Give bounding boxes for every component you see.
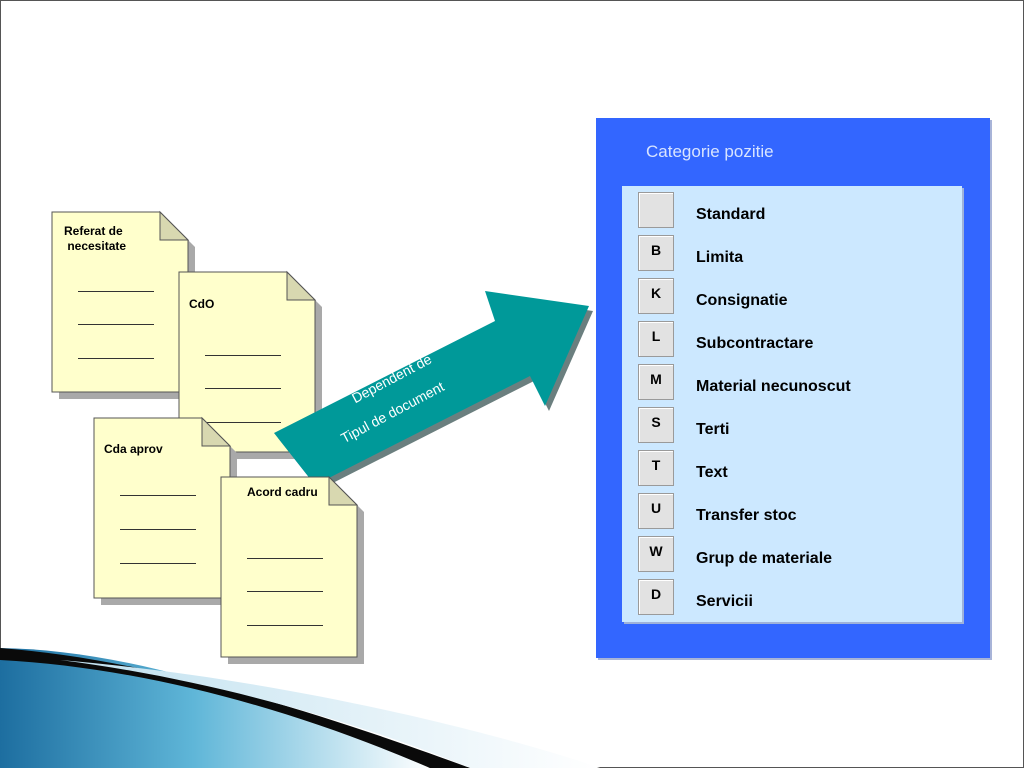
document-line [120, 495, 196, 496]
category-code: L [638, 321, 674, 357]
document-line [120, 529, 196, 530]
document-line [78, 358, 154, 359]
category-row: L Subcontractare [638, 321, 958, 357]
document-line [205, 422, 281, 423]
document-line [247, 558, 323, 559]
document-referat: Referat de necesitate [51, 210, 195, 399]
document-cda-aprov: Cda aprov [93, 416, 237, 605]
category-label: Grup de materiale [696, 550, 833, 567]
category-code: T [638, 450, 674, 486]
category-label: Terti [696, 421, 730, 438]
document-sheet [51, 210, 195, 399]
document-line [78, 324, 154, 325]
document-title: Acord cadru [247, 485, 318, 499]
category-row: Standard [638, 192, 958, 228]
category-label: Text [696, 464, 728, 481]
document-acord-cadru: Acord cadru [220, 475, 364, 664]
document-line [205, 388, 281, 389]
category-code: W [638, 536, 674, 572]
document-line [78, 291, 154, 292]
document-line [205, 355, 281, 356]
document-title: Referat de necesitate [64, 224, 127, 253]
category-row: W Grup de materiale [638, 536, 958, 572]
category-code: D [638, 579, 674, 615]
document-sheet [220, 475, 364, 664]
document-sheet [93, 416, 237, 605]
category-panel: Categorie pozitie Standard B Limita K Co… [596, 118, 990, 658]
category-code [638, 192, 674, 228]
category-label: Subcontractare [696, 335, 814, 352]
category-list: Standard B Limita K Consignatie L Subcon… [622, 186, 962, 622]
category-label: Servicii [696, 593, 753, 610]
category-code: K [638, 278, 674, 314]
category-row: U Transfer stoc [638, 493, 958, 529]
document-title: CdO [189, 297, 215, 311]
category-code: B [638, 235, 674, 271]
category-label: Consignatie [696, 292, 788, 309]
document-line [247, 591, 323, 592]
category-label: Transfer stoc [696, 507, 797, 524]
document-line [247, 625, 323, 626]
category-row: B Limita [638, 235, 958, 271]
panel-title: Categorie pozitie [646, 142, 774, 161]
category-code: M [638, 364, 674, 400]
category-row: S Terti [638, 407, 958, 443]
category-label: Standard [696, 206, 766, 223]
category-label: Material necunoscut [696, 378, 851, 395]
category-code: U [638, 493, 674, 529]
category-label: Limita [696, 249, 744, 266]
category-row: M Material necunoscut [638, 364, 958, 400]
category-row: K Consignatie [638, 278, 958, 314]
document-line [120, 563, 196, 564]
category-row: D Servicii [638, 579, 958, 615]
category-row: T Text [638, 450, 958, 486]
document-title: Cda aprov [104, 442, 163, 456]
category-code: S [638, 407, 674, 443]
